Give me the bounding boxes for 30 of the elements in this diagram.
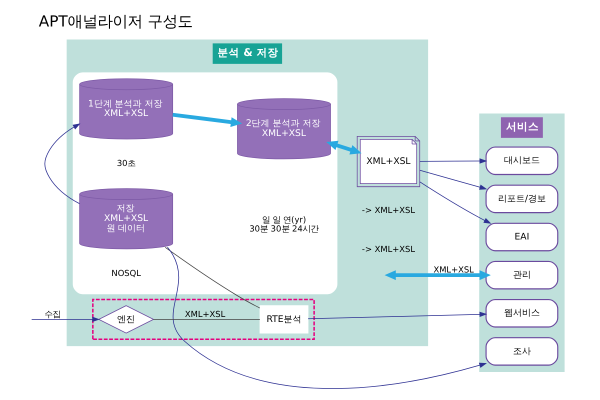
connector <box>152 319 260 320</box>
node-box: 관리 <box>485 260 558 290</box>
node-box: RTE분석 <box>259 305 308 334</box>
label: -> XML+XSL <box>361 244 415 254</box>
label: -> XML+XSL <box>361 205 415 216</box>
edge-label: XML+XSL <box>432 264 474 275</box>
diagram-title: APT애널라이저 구성도 <box>38 12 192 31</box>
arrow <box>384 270 490 280</box>
node-label: 일 일 연(yr) <box>261 214 306 224</box>
arrow <box>326 140 362 154</box>
arrow <box>418 158 487 164</box>
node-label: 30초 <box>116 158 135 168</box>
node-box: 리포트/경보 <box>485 184 558 214</box>
arrow <box>418 170 487 190</box>
node-diamond: 엔진 <box>97 305 154 334</box>
node-label: NOSQL <box>110 268 140 278</box>
edge-label: XML+XSL <box>184 308 225 319</box>
arrow <box>166 246 486 389</box>
node-box: 조사 <box>485 337 558 366</box>
arrow <box>172 112 242 127</box>
node-box: EAI <box>485 222 558 252</box>
node-box: 대시보드 <box>485 146 558 176</box>
node-box: 웹서비스 <box>485 298 558 328</box>
arrow <box>30 316 100 322</box>
edge-label: 수집 <box>44 308 60 319</box>
node-label: 30분 30분 24시간 <box>248 224 318 234</box>
connector <box>164 246 260 308</box>
arrow <box>44 123 80 204</box>
arrow <box>418 181 491 224</box>
arrow <box>307 312 487 320</box>
